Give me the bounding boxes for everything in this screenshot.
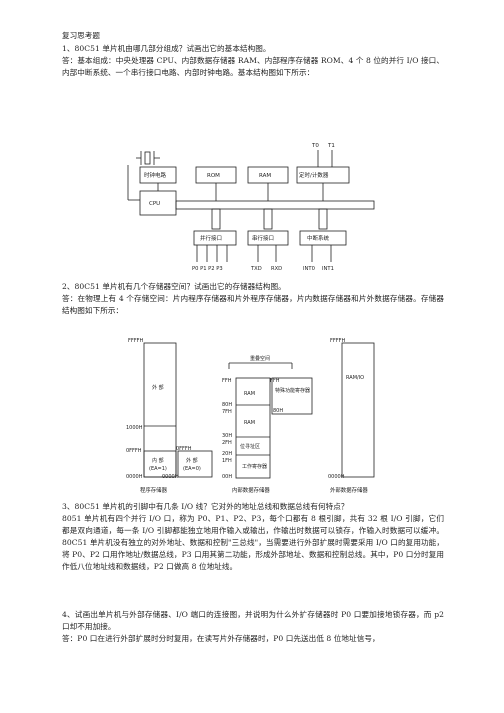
a1000-label: 1000H: [126, 425, 143, 431]
a0000-label: 0000H: [126, 474, 143, 480]
ports-label: P0 P1 P2 P3: [192, 266, 223, 272]
a0fff2-label: 0FFFH: [176, 446, 192, 452]
prog-int-block: [143, 450, 177, 478]
ram-label: RAM: [244, 391, 255, 397]
cpu-label: CPU: [149, 201, 160, 207]
serial-box: [247, 230, 289, 246]
q3-question: 3、80C51 单片机的引脚中有几条 I/O 线？它对外的地址总线和数据总线有何…: [62, 502, 349, 511]
caption-ext: 外部数据存储器: [330, 486, 368, 494]
prog-ext-label: 外 部: [152, 384, 164, 391]
int1-label: INT1: [322, 266, 334, 272]
interrupt-box: [299, 230, 347, 246]
ext-ram-block: [341, 342, 375, 478]
a7f-label: 7FH: [222, 409, 232, 415]
ea1-label: (EA=1): [149, 466, 167, 472]
q1-question: 1、80C51 单片机由哪几部分组成？试画出它的基本结构图。: [62, 44, 271, 53]
a2f-label: 2FH: [222, 440, 232, 446]
ram-label: RAM: [259, 173, 271, 179]
caption-int: 内部数据存储器: [232, 486, 270, 494]
a00-label: 00H: [222, 474, 232, 480]
ram2-label: RAM: [244, 420, 255, 426]
int0-label: INT0: [303, 266, 315, 272]
q4-question: 4、试画出单片机与外部存储器、I/O 端口的连接图，并说明为什么外扩存储器时 P…: [62, 610, 444, 631]
work-reg-label: 工作寄存器: [242, 463, 267, 470]
t0-label: T0: [311, 143, 319, 149]
bit-area-label: 位寻址区: [240, 443, 260, 450]
external-label: 外 部: [186, 457, 198, 464]
a30-label: 30H: [222, 433, 232, 439]
clock-label: 时钟电路: [144, 171, 167, 179]
a0000b-label: 0000H: [162, 474, 179, 480]
a20-label: 20H: [222, 451, 232, 457]
ffff2-label: FFFFH: [330, 338, 346, 344]
timer-label: 定时/计数器: [299, 171, 329, 179]
a0fff-label: 0FFFH: [126, 448, 142, 454]
int-ram-block: [235, 377, 271, 479]
txd-label: TXD: [250, 266, 262, 272]
prog-ext-low-block: [177, 450, 213, 478]
heading: 复习思考题: [62, 31, 100, 40]
rxd-label: RXD: [271, 266, 282, 272]
q2-answer: 答：在物理上有 4 个存储空间：片内程序存储器和片外程序存储器，片内数据存储器和…: [62, 294, 444, 315]
serial-label: 串行接口: [252, 234, 274, 242]
q3-answer: 8051 单片机有四个并行 I/O 口，称为 P0、P1、P2、P3，每个口都有…: [62, 514, 444, 571]
q4-answer: 答：P0 口在进行外部扩展时分时复用，在读写片外存储器时，P0 口先送出低 8 …: [62, 634, 380, 643]
ramio-label: RAM/IO: [346, 375, 364, 381]
prog-ext-block: [143, 342, 177, 478]
parallel-label: 并行接口: [200, 234, 222, 242]
ffh2-label: FFH: [270, 378, 280, 384]
ffff-label: FFFFH: [128, 338, 144, 344]
sfr-block: [271, 377, 313, 415]
system-bus: [175, 200, 375, 210]
overlap-label: 重叠空间: [250, 355, 270, 362]
crystal-icon: [144, 151, 151, 165]
t1-label: T1: [327, 143, 335, 149]
interrupt-label: 中断系统: [307, 234, 330, 242]
q1-answer: 答：基本组成：中央处理器 CPU、内部数据存储器 RAM、内部程序存储器 ROM…: [62, 56, 444, 77]
ea0-label: (EA=0): [183, 466, 201, 472]
rom-label: ROM: [207, 173, 220, 179]
internal-label: 内 部: [152, 457, 164, 464]
caption-prog: 程序存储器: [140, 486, 168, 494]
ffh-label: FFH: [222, 378, 232, 384]
a80b-label: 80H: [273, 408, 283, 414]
a80-label: 80H: [222, 402, 232, 408]
a1f-label: 1FH: [222, 458, 232, 464]
sfr-label: 特殊功能寄存器: [275, 387, 310, 394]
q2-question: 2、80C51 单片机有几个存储器空间？试画出它的存储器结构图。: [62, 282, 286, 291]
a0000c-label: 0000H: [328, 474, 345, 480]
parallel-box: [193, 230, 237, 246]
